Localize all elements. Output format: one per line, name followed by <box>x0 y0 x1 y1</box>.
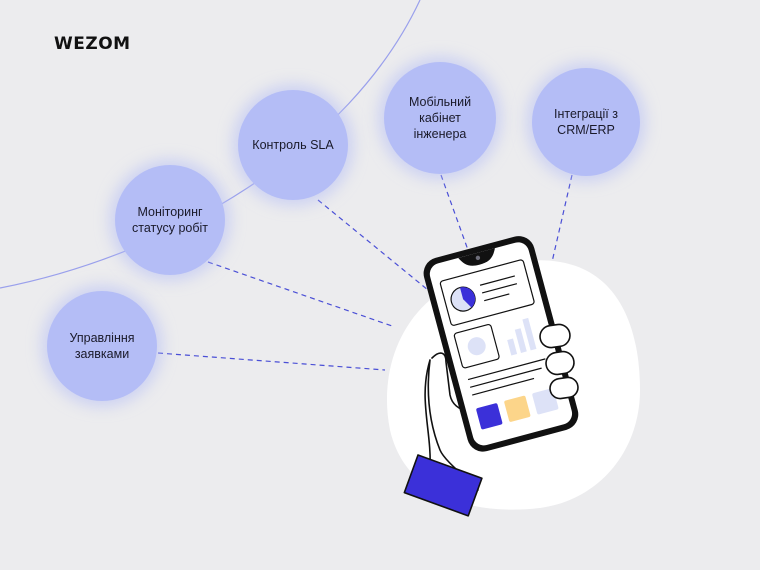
feature-bubble-integrations: Інтеграції з CRM/ERP <box>532 68 640 176</box>
finger-3 <box>549 376 579 400</box>
connector-sla <box>317 199 429 291</box>
connector-lines <box>157 174 573 371</box>
phone <box>423 236 579 452</box>
feature-label: Управління заявками <box>69 331 135 361</box>
camera-icon <box>475 255 481 261</box>
tile-purple <box>476 403 503 430</box>
hand <box>403 352 483 517</box>
tile-yellow <box>504 395 531 422</box>
feature-bubble-monitoring: Моніторинг статусу робіт <box>115 165 225 275</box>
feature-label: Моніторинг статусу робіт <box>131 205 209 235</box>
pie-slice <box>459 287 476 308</box>
feature-label: Інтеграції з CRM/ERP <box>554 107 618 137</box>
bar-chart-icon <box>507 317 537 356</box>
finger-1 <box>539 323 571 349</box>
feature-label: Контроль SLA <box>252 138 334 152</box>
connector-requests <box>157 352 386 371</box>
sleeve <box>403 454 483 517</box>
feature-bubble-mobile: Мобільний кабінет інженера <box>384 62 496 174</box>
feature-bubble-sla: Контроль SLA <box>238 90 348 200</box>
finger-2 <box>545 350 575 376</box>
connector-monitoring <box>207 261 393 327</box>
feature-bubble-requests: Управління заявками <box>47 291 157 401</box>
fingers <box>539 323 579 400</box>
connector-mobile <box>440 174 469 251</box>
wezom-logo: WEZOM <box>54 34 131 54</box>
decorative-arc <box>0 0 421 289</box>
connector-integrations <box>551 174 573 263</box>
feature-label: Мобільний кабінет інженера <box>408 95 472 141</box>
